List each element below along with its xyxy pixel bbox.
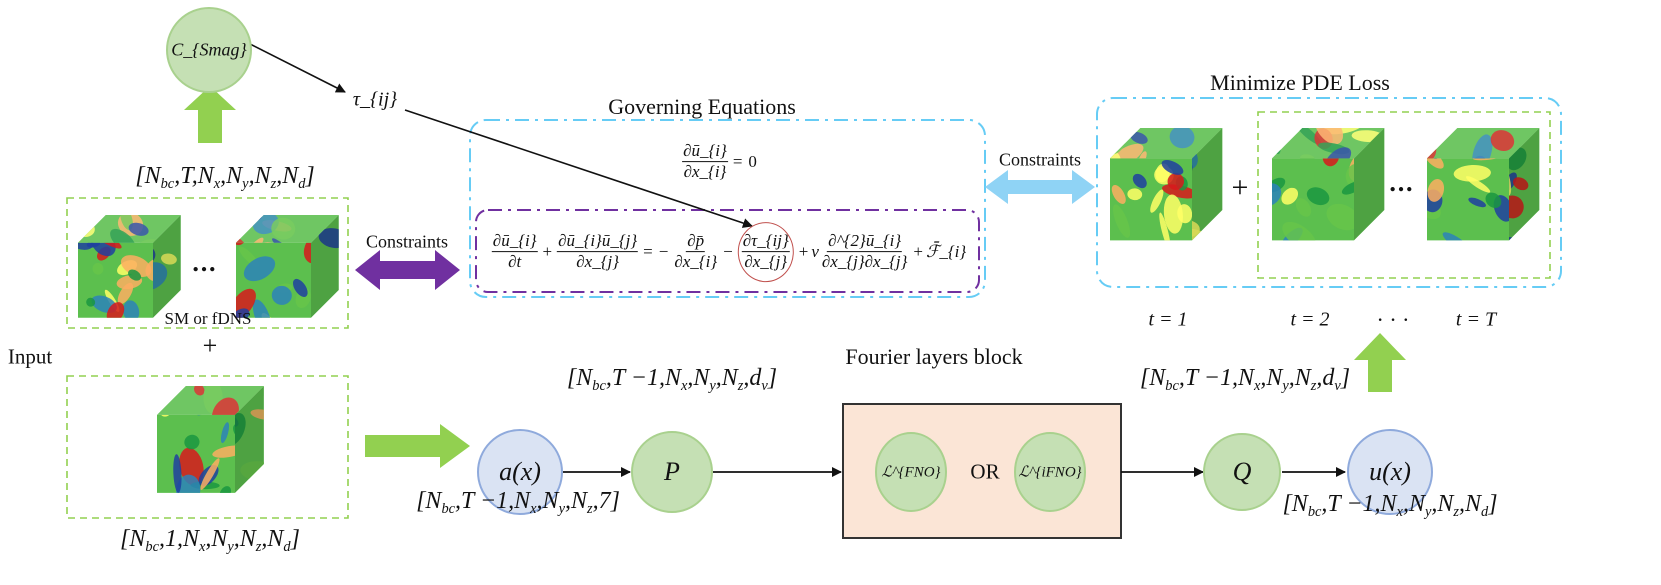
plus-left: + bbox=[202, 331, 218, 360]
sgs-stress-term-circled: ∂τ_{ij}∂x_{j} bbox=[737, 222, 794, 282]
input-sequence-box bbox=[66, 197, 349, 329]
l-ifno-node bbox=[1014, 432, 1086, 512]
u-x-node bbox=[1347, 429, 1433, 515]
tau-label: τ_{ij} bbox=[352, 88, 398, 111]
dims-a-x: [Nbc,T −1,Nx,Ny,Nz,7] bbox=[416, 487, 620, 518]
u-x-label: u(x) bbox=[1369, 457, 1411, 486]
a-x-node bbox=[477, 429, 563, 515]
l-ifno-label: ℒ^{iFNO} bbox=[1018, 464, 1082, 481]
fraction-term: ∂ū_{i}∂t bbox=[491, 231, 538, 273]
fraction-denominator: ∂x_{j}∂x_{j} bbox=[821, 252, 908, 272]
dims-after-fourier: [Nbc,T −1,Nx,Ny,Nz,dv] bbox=[1139, 364, 1351, 395]
input-initial-box bbox=[66, 375, 349, 519]
ellipsis-right: ••• bbox=[1389, 179, 1415, 200]
a-x-label: a(x) bbox=[499, 457, 541, 486]
dims-u-x: [Nbc,T −1,Nx,Ny,Nz,Nd] bbox=[1282, 490, 1498, 521]
momentum-equation-box bbox=[475, 209, 980, 293]
turbulence-field-cube bbox=[157, 386, 264, 493]
predicted-steps-box bbox=[1257, 111, 1551, 279]
fraction-denominator: ∂x_{i} bbox=[674, 252, 718, 272]
fraction-term: ∂ū_{i}∂x_{i} bbox=[682, 141, 728, 183]
fraction-term: ∂^{2}ū_{i}∂x_{j}∂x_{j} bbox=[821, 231, 909, 273]
csmag-label: C_{Smag} bbox=[171, 39, 247, 60]
equation-symbol: = bbox=[732, 152, 743, 171]
turbulence-field-cube bbox=[78, 215, 181, 318]
equation-symbol: = bbox=[643, 242, 653, 261]
constraints-right-label: Constraints bbox=[998, 149, 1082, 170]
fraction-denominator: ∂x_{j} bbox=[744, 252, 788, 272]
dims-bottom-left: [Nbc,1,Nx,Ny,Nz,Nd] bbox=[120, 525, 300, 556]
p-label: P bbox=[664, 457, 680, 486]
fraction-denominator: ∂t bbox=[508, 252, 522, 272]
fraction-denominator: ∂x_{j} bbox=[576, 252, 620, 272]
plus-right: + bbox=[1231, 171, 1249, 204]
fraction-numerator: ∂p̄ bbox=[686, 231, 706, 253]
fourier-block-title: Fourier layers block bbox=[845, 344, 1023, 369]
equation-symbol: − bbox=[723, 242, 733, 261]
dims-top-left: [Nbc,T,Nx,Ny,Nz,Nd] bbox=[135, 162, 315, 193]
pde-loss-box bbox=[1096, 97, 1562, 288]
fraction-numerator: ∂^{2}ū_{i} bbox=[827, 231, 903, 253]
q-label: Q bbox=[1232, 457, 1252, 486]
equation-terms: ∂ū_{i}∂t+∂ū_{i}ū_{j}∂x_{j}=−∂p̄∂x_{i}−∂τ… bbox=[490, 222, 966, 282]
turbulence-field-cube bbox=[236, 215, 339, 318]
up-arrow-to-csmag bbox=[184, 86, 236, 143]
dims-after-p: [Nbc,T −1,Nx,Ny,Nz,dv] bbox=[566, 364, 778, 395]
equation-symbol: + bbox=[913, 242, 924, 261]
fraction-numerator: ∂ū_{i} bbox=[682, 141, 728, 163]
equation-symbol: ℱ̄_{i} bbox=[926, 242, 967, 261]
t1-label: t = 1 bbox=[1148, 308, 1188, 331]
csmag-to-tau-arrow bbox=[249, 43, 346, 93]
fraction-term: ∂p̄∂x_{i} bbox=[673, 231, 718, 273]
momentum-equation: ∂ū_{i}∂t+∂ū_{i}ū_{j}∂x_{j}=−∂p̄∂x_{i}−∂τ… bbox=[490, 222, 966, 282]
fraction-denominator: ∂x_{i} bbox=[683, 162, 727, 182]
t-dots: · · · bbox=[1376, 307, 1410, 332]
ellipsis-left: ••• bbox=[192, 259, 218, 280]
csmag-node bbox=[166, 7, 252, 93]
fraction-numerator: ∂ū_{i} bbox=[491, 231, 538, 253]
right-arrow-input bbox=[365, 424, 470, 468]
input-label: Input bbox=[7, 344, 53, 369]
equation-symbol: + bbox=[798, 242, 809, 261]
continuity-equation: ∂ū_{i}∂x_{i}=0 bbox=[680, 141, 760, 183]
governing-equations-box bbox=[469, 119, 986, 298]
tT-label: t = T bbox=[1455, 308, 1497, 331]
fraction-term: ∂ū_{i}ū_{j}∂x_{j} bbox=[557, 231, 639, 273]
t2-label: t = 2 bbox=[1290, 308, 1330, 331]
constraints-double-arrow-purple bbox=[355, 250, 460, 290]
equation-symbol: + bbox=[542, 242, 553, 261]
equation-symbol: − bbox=[658, 242, 669, 261]
turbulence-field-cube bbox=[1427, 128, 1540, 241]
p-node bbox=[631, 431, 713, 513]
up-arrow-to-loss bbox=[1354, 333, 1406, 392]
fraction-numerator: ∂ū_{i}ū_{j} bbox=[557, 231, 639, 253]
l-fno-label: ℒ^{FNO} bbox=[881, 464, 941, 481]
q-node bbox=[1203, 433, 1281, 511]
fraction-numerator: ∂τ_{ij} bbox=[741, 231, 790, 253]
equation-symbol: ν bbox=[811, 242, 819, 261]
sm-or-fdns-label: SM or fDNS bbox=[164, 309, 252, 328]
l-fno-node bbox=[875, 432, 947, 512]
constraints-double-arrow-blue bbox=[985, 170, 1095, 204]
constraints-left-label: Constraints bbox=[365, 231, 449, 252]
governing-equations-title: Governing Equations bbox=[608, 94, 796, 119]
equation-terms: ∂ū_{i}∂x_{i}=0 bbox=[680, 141, 760, 183]
equation-symbol: 0 bbox=[748, 152, 757, 171]
pde-loss-title: Minimize PDE Loss bbox=[1210, 70, 1390, 95]
or-label: OR bbox=[970, 459, 1000, 484]
tau-to-equation-arrow bbox=[404, 109, 753, 228]
